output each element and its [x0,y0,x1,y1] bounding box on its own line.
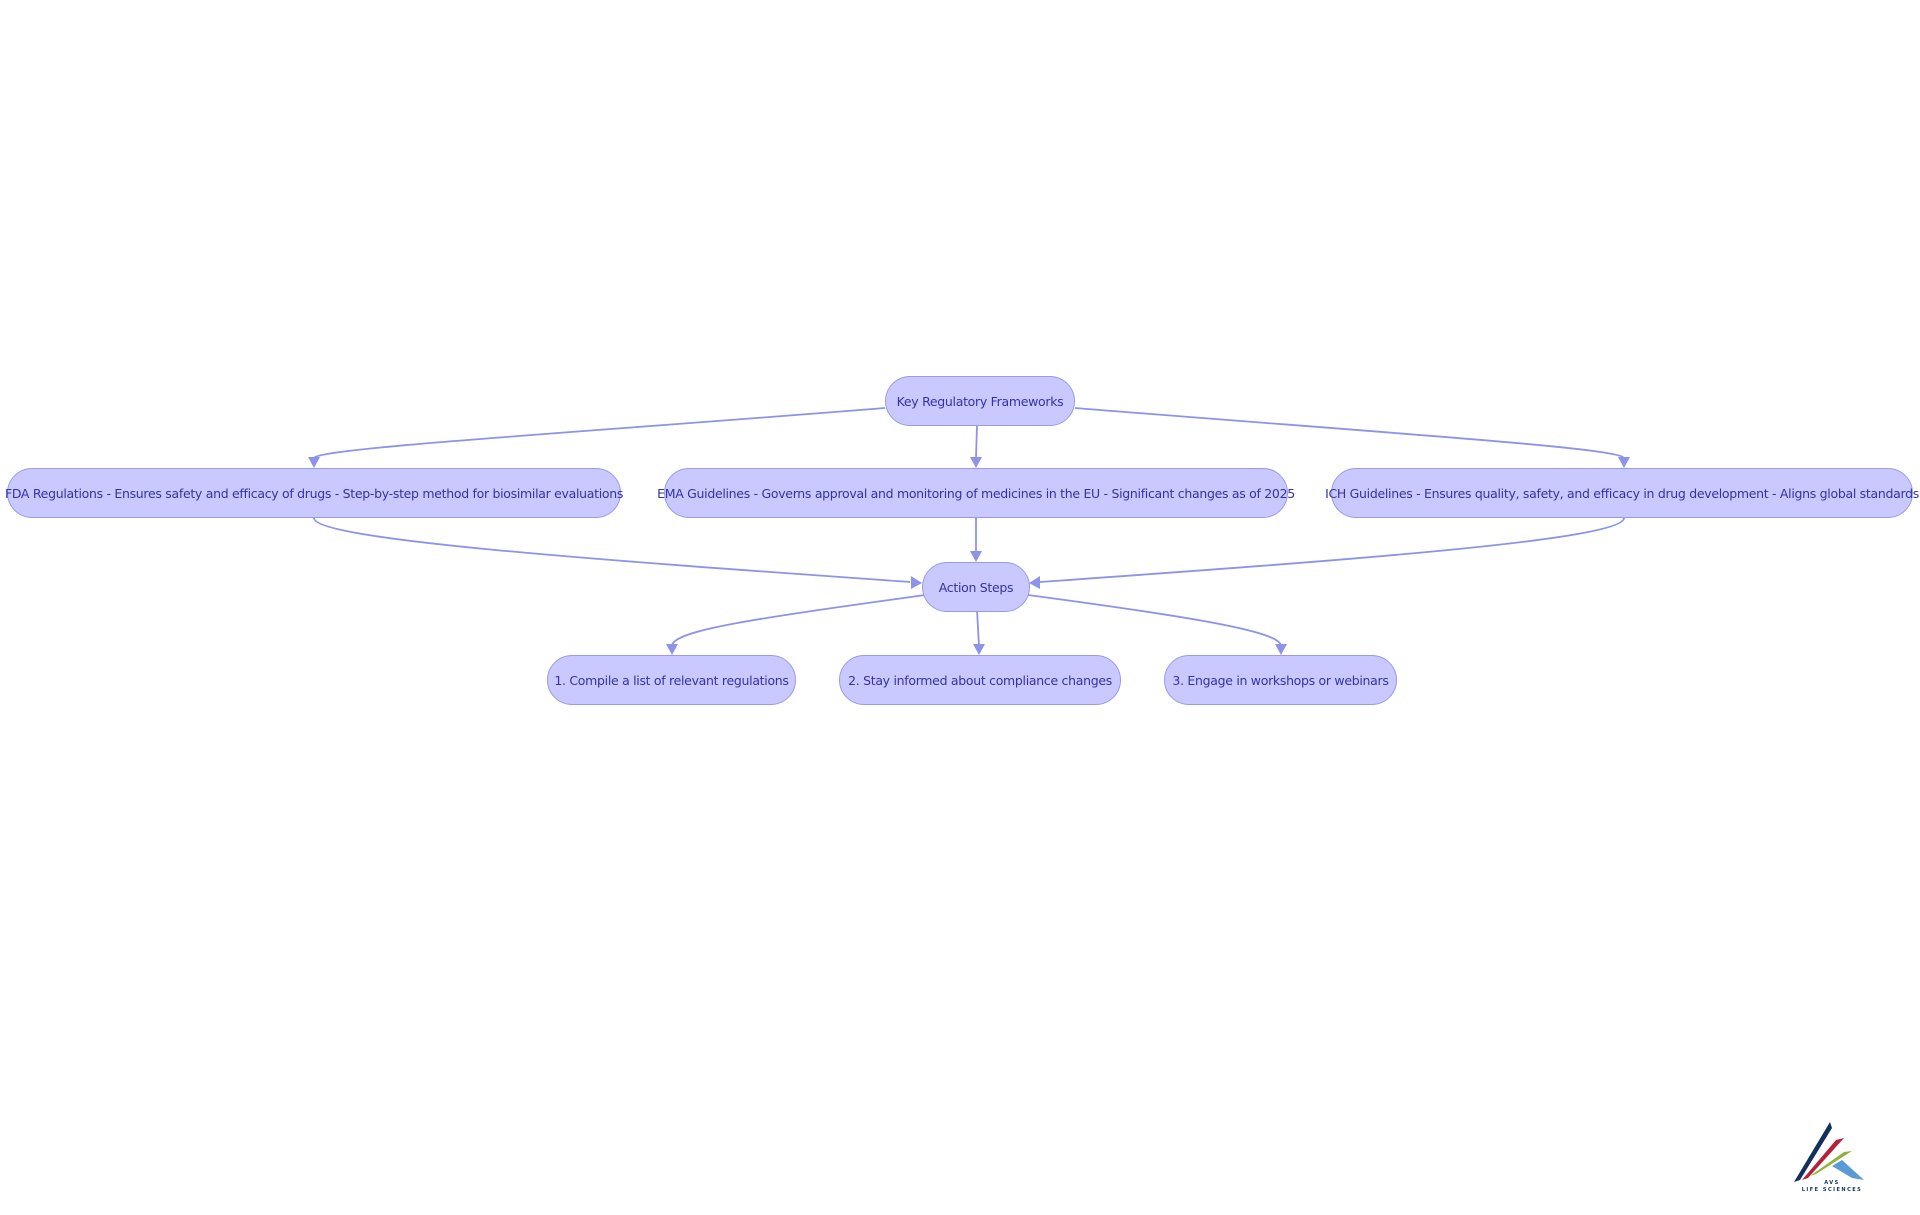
arrowhead-action-top [970,551,982,562]
node-step-engage-workshops: 3. Engage in workshops or webinars [1164,655,1397,705]
node-action-steps: Action Steps [922,562,1030,612]
arrowhead-ich [1618,457,1630,468]
logo-wordmark-avs: AVS [1824,1180,1840,1186]
logo-wordmark-life-sciences: LIFE SCIENCES [1801,1187,1863,1193]
node-step-compile-list: 1. Compile a list of relevant regulation… [547,655,796,705]
arrowhead-action-right [1029,576,1040,589]
edge-root-fda [313,407,886,459]
edge-action-step1 [671,594,926,647]
edge-ich-action [1039,517,1625,583]
node-fda-regulations: FDA Regulations - Ensures safety and eff… [5,468,623,518]
arrowhead-ema [970,457,982,468]
arrowhead-action-left [911,576,922,589]
edge-action-step3 [1027,594,1282,647]
arrowhead-fda [308,457,320,468]
node-ema-guidelines: EMA Guidelines - Governs approval and mo… [657,468,1295,518]
avs-life-sciences-logo: AVS LIFE SCIENCES [1792,1118,1872,1198]
logo-stripe-green [1810,1151,1852,1176]
logo-stripe-navy [1794,1122,1832,1182]
node-ich-guidelines: ICH Guidelines - Ensures quality, safety… [1325,468,1919,518]
arrowhead-step2 [973,644,985,655]
node-key-regulatory-frameworks: Key Regulatory Frameworks [885,376,1075,426]
logo-mark [1794,1122,1864,1182]
edge-action-step2 [976,609,980,647]
arrowhead-step1 [666,644,678,655]
logo-stripe-blue [1832,1160,1864,1180]
logo-stripe-red [1802,1138,1844,1180]
edge-root-ema [975,424,978,459]
edge-fda-action [313,517,911,583]
node-step-stay-informed: 2. Stay informed about compliance change… [839,655,1121,705]
arrowhead-step3 [1275,644,1287,655]
edge-root-ich [1074,407,1625,459]
